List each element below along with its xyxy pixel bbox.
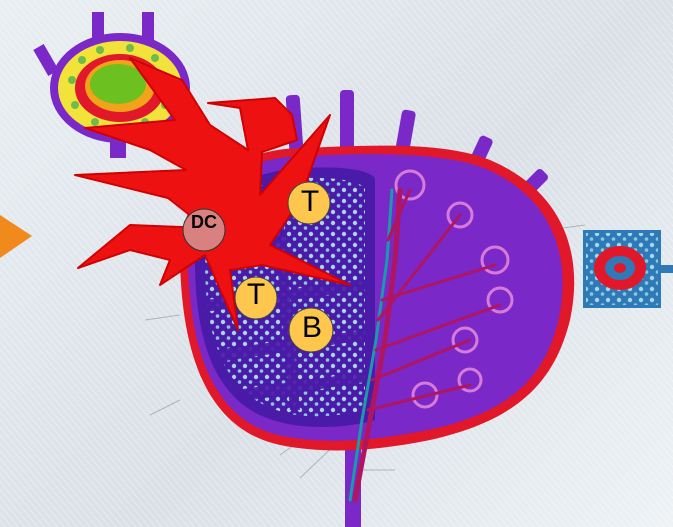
b-cell-label: B [291, 313, 333, 343]
t-cell-upper-label: T [289, 187, 331, 217]
t-cell-lower-label: T [235, 280, 277, 310]
dc-label: DC [183, 213, 225, 231]
inset-right [583, 230, 673, 308]
